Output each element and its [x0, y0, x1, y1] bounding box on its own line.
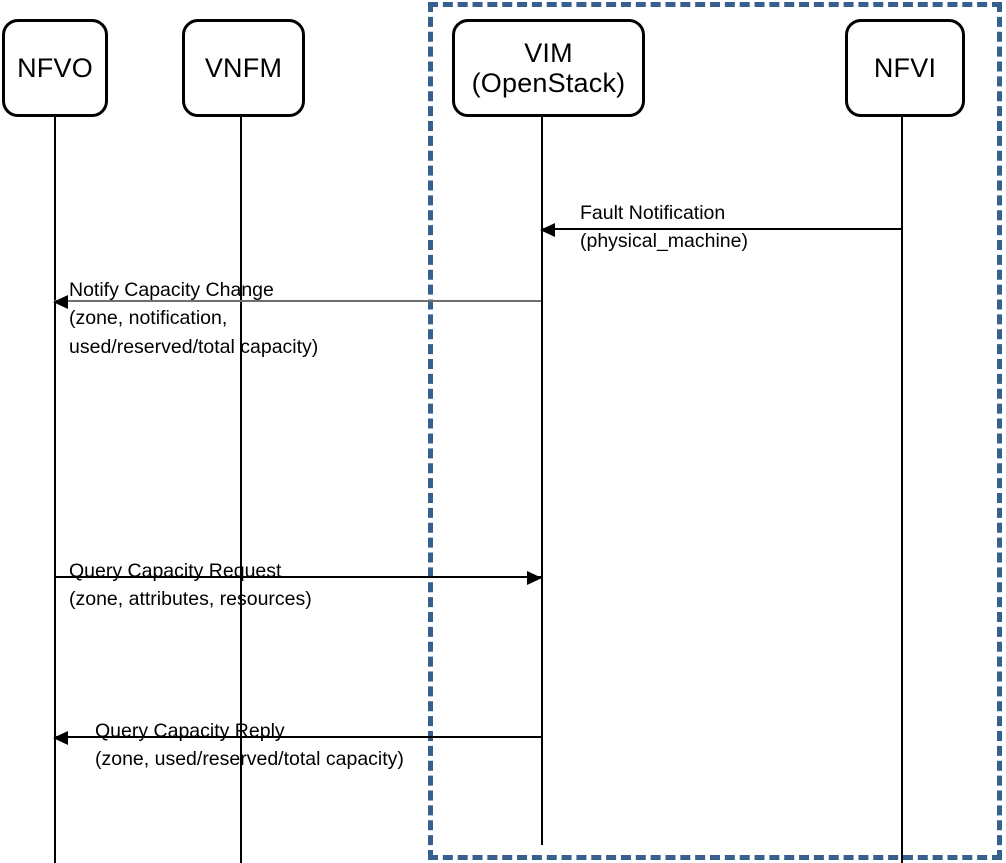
lifeline-nfvi — [901, 117, 903, 863]
message-line-fault-notification[interactable] — [540, 223, 901, 237]
participant-label-nfvi: NFVI — [873, 52, 937, 83]
arrowhead-left-icon — [53, 731, 68, 745]
participant-vim[interactable]: VIM (OpenStack) — [452, 19, 645, 117]
arrowhead-left-icon — [540, 223, 555, 237]
participant-label-nfvo: NFVO — [17, 52, 93, 83]
participant-nfvi[interactable]: NFVI — [845, 19, 965, 117]
participant-vnfm[interactable]: VNFM — [182, 19, 305, 117]
participant-nfvo[interactable]: NFVO — [2, 19, 108, 117]
arrowhead-left-icon — [53, 295, 68, 309]
message-line-query-capacity-reply[interactable] — [53, 731, 541, 745]
message-label-notify-capacity-change: Notify Capacity Change (zone, notificati… — [69, 279, 319, 358]
scope-boundary-dashed-box — [428, 2, 1002, 860]
participant-label-vim: VIM (OpenStack) — [471, 37, 626, 98]
message-line-query-capacity-request[interactable] — [54, 571, 542, 585]
lifeline-nfvo — [54, 117, 56, 863]
participant-label-vnfm: VNFM — [204, 52, 283, 83]
message-label-query-capacity-reply: Query Capacity Reply (zone, used/reserve… — [95, 720, 404, 771]
arrowhead-right-icon — [527, 571, 542, 585]
lifeline-vnfm — [240, 117, 242, 863]
message-line-notify-capacity-change[interactable] — [53, 295, 541, 309]
message-label-query-capacity-request: Query Capacity Request (zone, attributes… — [69, 560, 312, 611]
lifeline-vim — [541, 117, 543, 845]
